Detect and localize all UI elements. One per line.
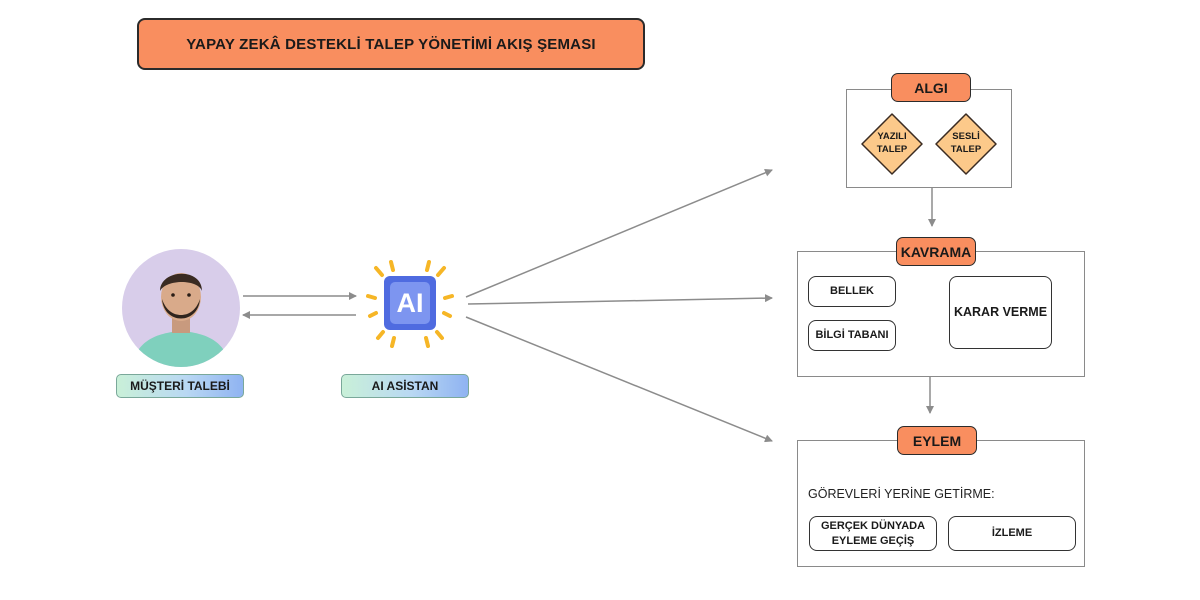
- kavrama-decision: KARAR VERME: [949, 276, 1052, 349]
- arrow-ai-to-eylem: [465, 316, 773, 443]
- algi-item-label: SESLİ TALEP: [950, 131, 982, 155]
- eylem-title: EYLEM: [897, 426, 977, 455]
- algi-item-yazili-talep: YAZILI TALEP: [860, 112, 924, 176]
- customer-label: MÜŞTERİ TALEBİ: [116, 374, 244, 398]
- algi-title: ALGI: [891, 73, 971, 102]
- algi-item-sesli-talep: SESLİ TALEP: [934, 112, 998, 176]
- ai-icon-text: AI: [396, 287, 424, 318]
- ai-assistant-label: AI ASİSTAN: [341, 374, 469, 398]
- algi-item-label: YAZILI TALEP: [876, 131, 908, 155]
- page-title: YAPAY ZEKÂ DESTEKLİ TALEP YÖNETİMİ AKIŞ …: [137, 18, 645, 70]
- eylem-subtitle: GÖREVLERİ YERİNE GETİRME:: [808, 487, 995, 501]
- arrow-ai-to-kavrama: [467, 294, 773, 305]
- arrow-ai-to-algi: [465, 168, 773, 298]
- kavrama-input-bilgi-tabani: BİLGİ TABANI: [808, 320, 896, 351]
- ai-assistant-icon: AI: [364, 258, 456, 350]
- kavrama-title: KAVRAMA: [896, 237, 976, 266]
- kavrama-input-bellek: BELLEK: [808, 276, 896, 307]
- customer-avatar: [122, 249, 240, 367]
- eylem-item-gercek-dunyada: GERÇEK DÜNYADA EYLEME GEÇİŞ: [809, 516, 937, 551]
- eylem-item-izleme: İZLEME: [948, 516, 1076, 551]
